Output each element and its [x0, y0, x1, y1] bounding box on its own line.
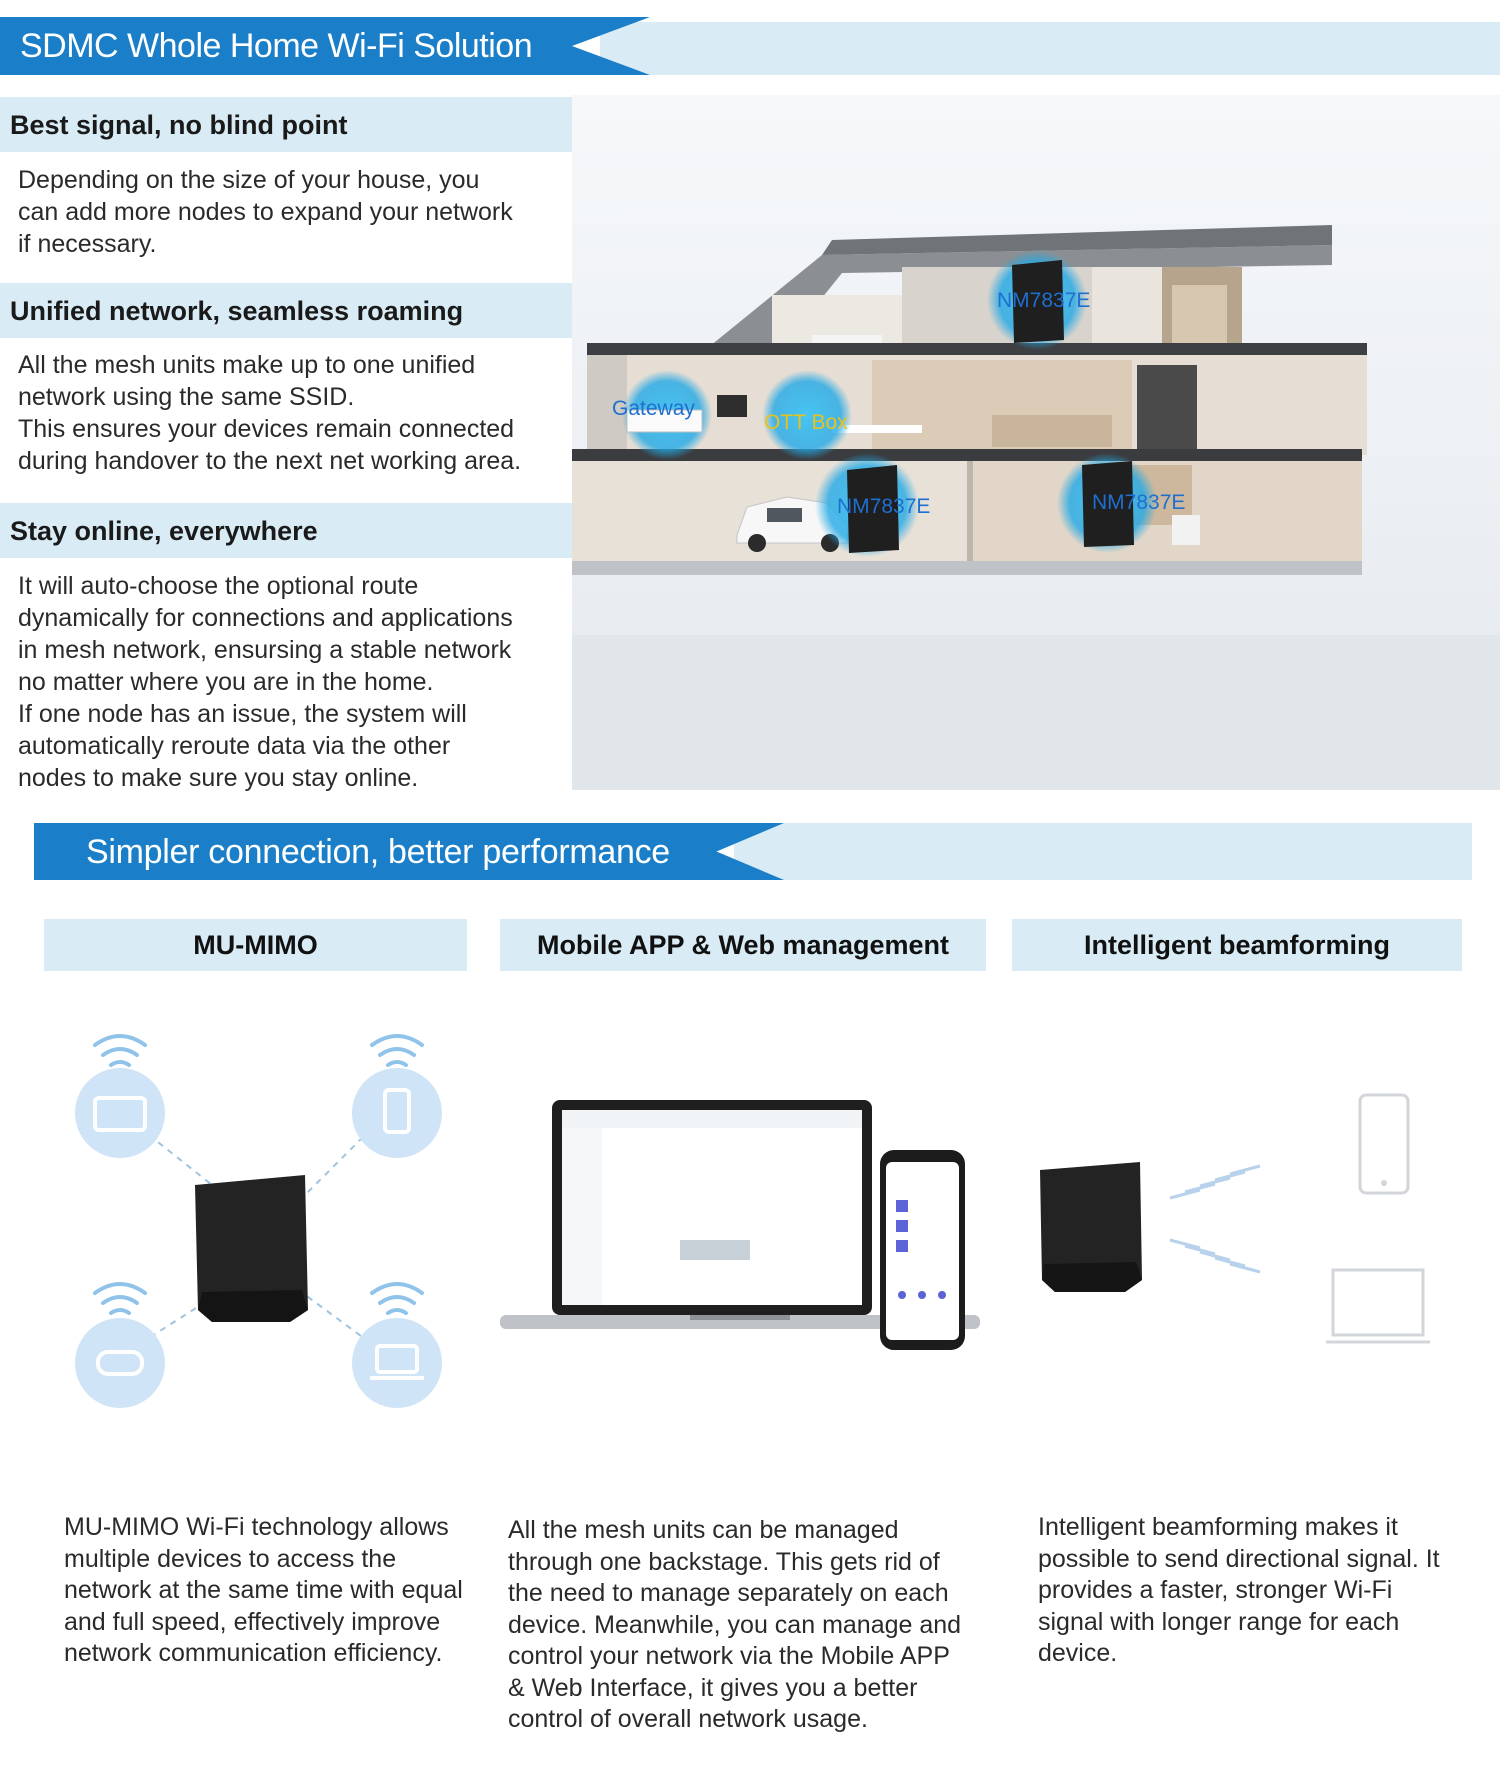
banner-tab — [34, 823, 784, 880]
floor-slab — [572, 449, 1362, 461]
fridge — [1137, 365, 1197, 450]
ground — [572, 635, 1500, 790]
feature-body: Depending on the size of your house, you… — [18, 166, 513, 258]
feature-body: All the mesh units make up to one unifie… — [18, 351, 522, 475]
laptop-device — [352, 1282, 442, 1408]
page-title: SDMC Whole Home Wi-Fi Solution — [20, 27, 533, 65]
beamforming-illustration — [1040, 1093, 1430, 1344]
phone-device — [352, 1034, 442, 1158]
column-heading: MU-MIMO — [44, 919, 467, 971]
column-body: MU-MIMO Wi-Fi technology allows multiple… — [64, 1513, 463, 1667]
wifi-icon — [370, 1282, 424, 1315]
node-label: NM7837E — [1092, 491, 1185, 514]
feature-heading: Unified network, seamless roaming — [0, 283, 572, 338]
feature-heading-text: Unified network, seamless roaming — [10, 296, 464, 326]
wifi-icon — [93, 1034, 147, 1067]
node-gateway: Gateway — [612, 370, 712, 460]
tv-device — [75, 1034, 165, 1158]
node-label: Gateway — [612, 397, 695, 420]
laptop-outline — [1326, 1268, 1430, 1344]
beam-arrows — [1169, 1164, 1261, 1274]
feature-body: It will auto-choose the optional route d… — [18, 572, 513, 792]
node-ott: OTT Box — [762, 370, 852, 460]
router — [1040, 1162, 1142, 1292]
mu-mimo-illustration — [75, 1034, 442, 1408]
floor-slab — [587, 343, 1367, 355]
wifi-icon — [370, 1034, 424, 1067]
node-right: NM7837E — [1057, 453, 1185, 553]
phone-outline — [1358, 1093, 1410, 1195]
column-heading-text: Mobile APP & Web management — [536, 930, 950, 960]
node-label: OTT Box — [764, 411, 848, 434]
section-title: Simpler connection, better performance — [86, 833, 670, 871]
table — [832, 425, 922, 433]
banner-band — [734, 823, 1472, 880]
feature-heading: Best signal, no blind point — [0, 97, 572, 152]
roof — [662, 245, 1332, 385]
gamepad-device — [75, 1282, 165, 1408]
column-heading-text: MU-MIMO — [193, 930, 318, 960]
column-body: All the mesh units can be managed throug… — [508, 1516, 962, 1733]
house-cutaway-illustration: NM7837E Gateway OTT Box NM7837E NM7837E — [572, 95, 1500, 790]
router — [195, 1175, 308, 1322]
feature-heading-text: Stay online, everywhere — [10, 516, 318, 546]
tv — [717, 395, 747, 417]
section-banner: Simpler connection, better performance — [34, 823, 1472, 880]
app-web-illustration — [500, 1100, 980, 1350]
wifi-icon — [93, 1282, 147, 1315]
node-label: NM7837E — [837, 495, 930, 518]
washer — [1172, 515, 1200, 545]
node-garage: NM7837E — [815, 453, 930, 557]
feature-heading: Stay online, everywhere — [0, 503, 572, 558]
section-banner: SDMC Whole Home Wi-Fi Solution — [0, 17, 1500, 75]
column-body: Intelligent beamforming makes it possibl… — [1038, 1513, 1440, 1667]
banner-band — [600, 22, 1500, 75]
column-heading: Intelligent beamforming — [1012, 919, 1462, 971]
smartphone — [880, 1150, 965, 1350]
node-top: NM7837E — [987, 250, 1090, 350]
node-label: NM7837E — [997, 289, 1090, 312]
column-heading-text: Intelligent beamforming — [1083, 930, 1391, 960]
laptop — [500, 1100, 980, 1329]
banner-tab — [0, 17, 650, 75]
column-heading: Mobile APP & Web management — [500, 919, 986, 971]
feature-heading-text: Best signal, no blind point — [10, 110, 348, 140]
